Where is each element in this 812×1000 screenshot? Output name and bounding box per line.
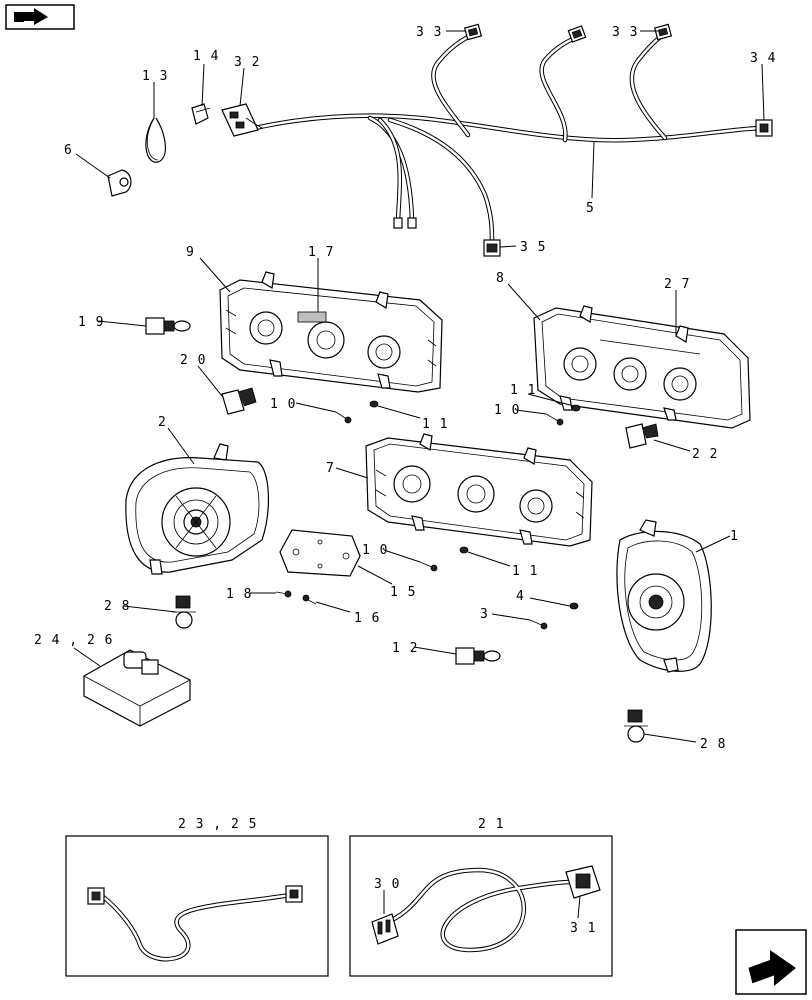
connector-34	[755, 119, 773, 137]
callout-21: 2 1	[478, 817, 504, 832]
work-light-2	[125, 443, 269, 575]
washer-11a	[369, 400, 379, 408]
callout-22: 2 2	[692, 447, 718, 462]
callout-7: 7	[326, 461, 335, 476]
callout-13: 1 3	[142, 69, 168, 84]
callout-33b: 3 3	[612, 25, 638, 40]
clip-14	[191, 103, 211, 125]
leader-lines	[73, 30, 765, 919]
callout-23-25: 2 3 , 2 5	[178, 817, 257, 832]
connector-20	[221, 387, 257, 415]
callout-31: 3 1	[570, 921, 596, 936]
callout-15: 1 5	[390, 585, 416, 600]
callout-5: 5	[586, 201, 595, 216]
connector-middle	[567, 25, 587, 43]
callout-1: 1	[730, 529, 739, 544]
wiring-harness	[221, 23, 773, 257]
work-light-1	[616, 519, 712, 673]
screw-3	[529, 619, 548, 630]
callout-4: 4	[516, 589, 525, 604]
callout-35: 3 5	[520, 240, 546, 255]
callout-24-26: 2 4 , 2 6	[34, 633, 113, 648]
callout-33a: 3 3	[416, 25, 442, 40]
clamp-6	[107, 169, 132, 197]
connector-33a	[463, 23, 483, 41]
screw-10b	[545, 413, 564, 426]
back-arrow-icon	[14, 8, 48, 25]
callout-12: 1 2	[392, 641, 418, 656]
strap-13	[145, 117, 166, 163]
screw-18	[275, 590, 292, 598]
callout-30: 3 0	[374, 877, 400, 892]
callout-11a: 1 1	[422, 417, 448, 432]
washer-11c	[459, 546, 469, 554]
plate-15	[279, 529, 361, 577]
connector-33b	[653, 23, 673, 41]
screw-10a	[335, 411, 352, 424]
screw-10c	[419, 561, 438, 572]
washer-11b	[571, 404, 581, 412]
detail-box-21	[349, 835, 613, 977]
callout-32: 3 2	[234, 55, 260, 70]
callout-2: 2	[158, 415, 167, 430]
callout-9: 9	[186, 245, 195, 260]
bulb-28a	[172, 595, 196, 629]
next-arrow-icon	[747, 950, 796, 986]
callout-14: 1 4	[193, 49, 219, 64]
headlight-9	[219, 271, 443, 393]
callout-labels: 3 3 3 3 3 4 1 4 3 2 1 3 6 5 3 5 9 1 7 8 …	[34, 25, 776, 936]
detail-box-23-25	[65, 835, 329, 977]
callout-28a: 2 8	[104, 599, 130, 614]
next-nav-button[interactable]	[735, 929, 807, 995]
bulb-28b	[624, 709, 648, 743]
module-24-26	[83, 649, 191, 727]
connector-22	[625, 423, 659, 449]
bulb-12	[455, 647, 501, 665]
callout-16: 1 6	[354, 611, 380, 626]
callout-10b: 1 0	[494, 403, 520, 418]
back-nav-button[interactable]	[5, 4, 75, 30]
washer-4	[569, 602, 579, 610]
headlight-8	[533, 305, 751, 429]
headlight-7	[365, 433, 593, 547]
callout-28b: 2 8	[700, 737, 726, 752]
bulb-19	[145, 317, 191, 335]
callout-10a: 1 0	[270, 397, 296, 412]
connector-32	[221, 103, 263, 137]
callout-20: 2 0	[180, 353, 206, 368]
callout-17: 1 7	[308, 245, 334, 260]
callout-6: 6	[64, 143, 73, 158]
callout-27: 2 7	[664, 277, 690, 292]
callout-11c: 1 1	[512, 564, 538, 579]
callout-34: 3 4	[750, 51, 776, 66]
callout-19: 1 9	[78, 315, 104, 330]
connector-35	[483, 239, 501, 257]
callout-10c: 1 0	[362, 543, 388, 558]
callout-11b: 1 1	[510, 383, 536, 398]
callout-3: 3	[480, 607, 489, 622]
screw-16	[302, 594, 317, 605]
callout-18: 1 8	[226, 587, 252, 602]
callout-8: 8	[496, 271, 505, 286]
